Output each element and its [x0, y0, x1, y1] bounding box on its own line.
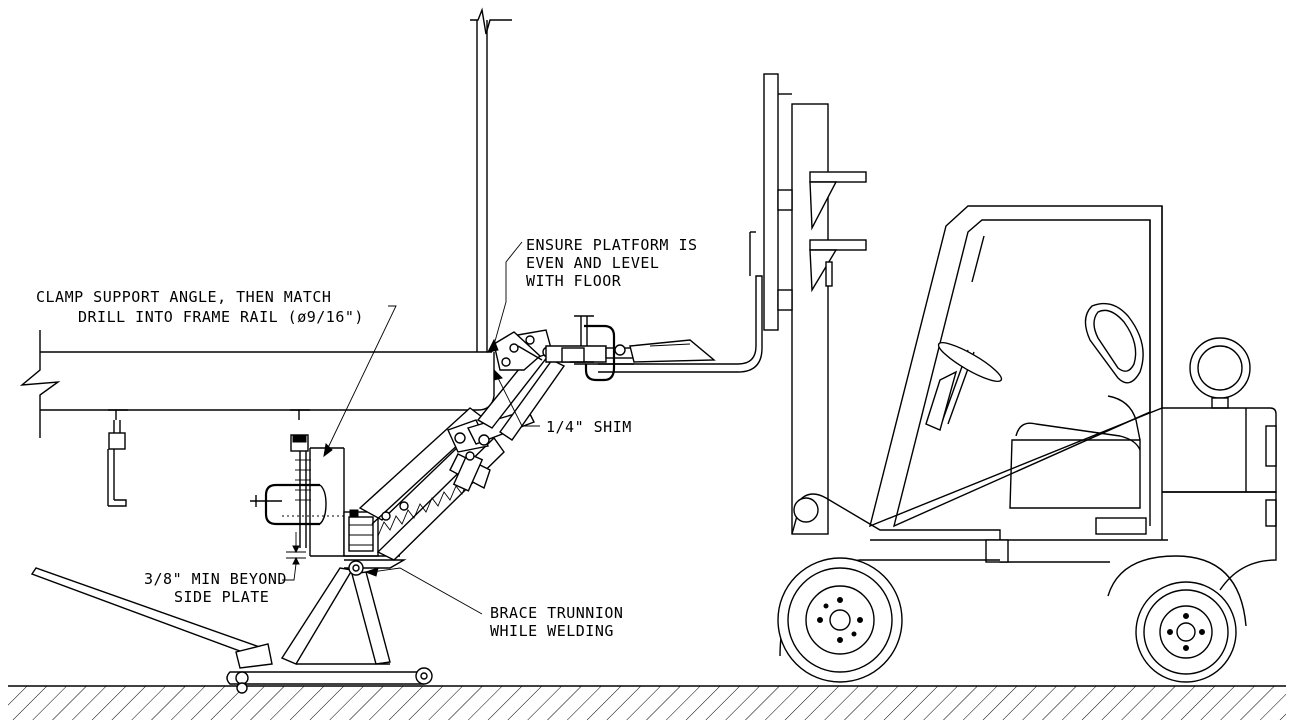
note-min-line2: SIDE PLATE: [174, 588, 269, 606]
note-brace-line2: WHILE WELDING: [490, 622, 614, 640]
platform-deck: [629, 339, 716, 363]
note-ensure-line2: EVEN AND LEVEL: [526, 254, 659, 272]
note-shim: 1/4" SHIM: [546, 418, 632, 436]
forklift-seat: [1009, 395, 1147, 535]
frame-hanger-left: [107, 409, 128, 507]
leader-lines: [282, 241, 540, 615]
forklift-carriage: [763, 73, 867, 535]
forklift-cab: [868, 205, 1163, 540]
dimension-3-8: [286, 532, 306, 565]
note-ensure-line1: ENSURE PLATFORM IS: [526, 236, 698, 254]
support-angle: [295, 447, 345, 556]
hinge-links: [381, 409, 535, 521]
note-clamp-line2: DRILL INTO FRAME RAIL (ø9/16"): [78, 308, 364, 326]
frame-hanger-right: [290, 409, 310, 452]
steering-wheel: [925, 342, 1003, 431]
note-ensure-platform: ENSURE PLATFORM IS EVEN AND LEVEL WITH F…: [526, 236, 698, 290]
upper-arms: [476, 329, 566, 441]
note-brace-line1: BRACE TRUNNION: [490, 604, 623, 622]
platform-clamp: [574, 315, 616, 382]
note-min-beyond: 3/8" MIN BEYOND SIDE PLATE: [144, 570, 287, 606]
note-clamp-support: CLAMP SUPPORT ANGLE, THEN MATCH DRILL IN…: [36, 288, 364, 326]
rear-wheel: [1135, 581, 1237, 683]
note-clamp-line1: CLAMP SUPPORT ANGLE, THEN MATCH: [36, 288, 331, 306]
trailer-body: [19, 7, 512, 438]
platform-lip: [545, 344, 635, 365]
note-brace-trunnion: BRACE TRUNNION WHILE WELDING: [490, 604, 623, 640]
forklift-overhead-guard: [1084, 302, 1144, 384]
forklift-counterweight: [1162, 337, 1277, 591]
c-clamp: [250, 483, 348, 526]
note-ensure-line3: WITH FLOOR: [526, 272, 622, 290]
ground-hatch: [8, 685, 1286, 720]
floor-jack: [30, 560, 433, 694]
spring: [377, 479, 469, 537]
forklift-fork: [598, 231, 763, 373]
note-min-line1: 3/8" MIN BEYOND: [144, 570, 287, 588]
front-wheel: [777, 557, 903, 683]
